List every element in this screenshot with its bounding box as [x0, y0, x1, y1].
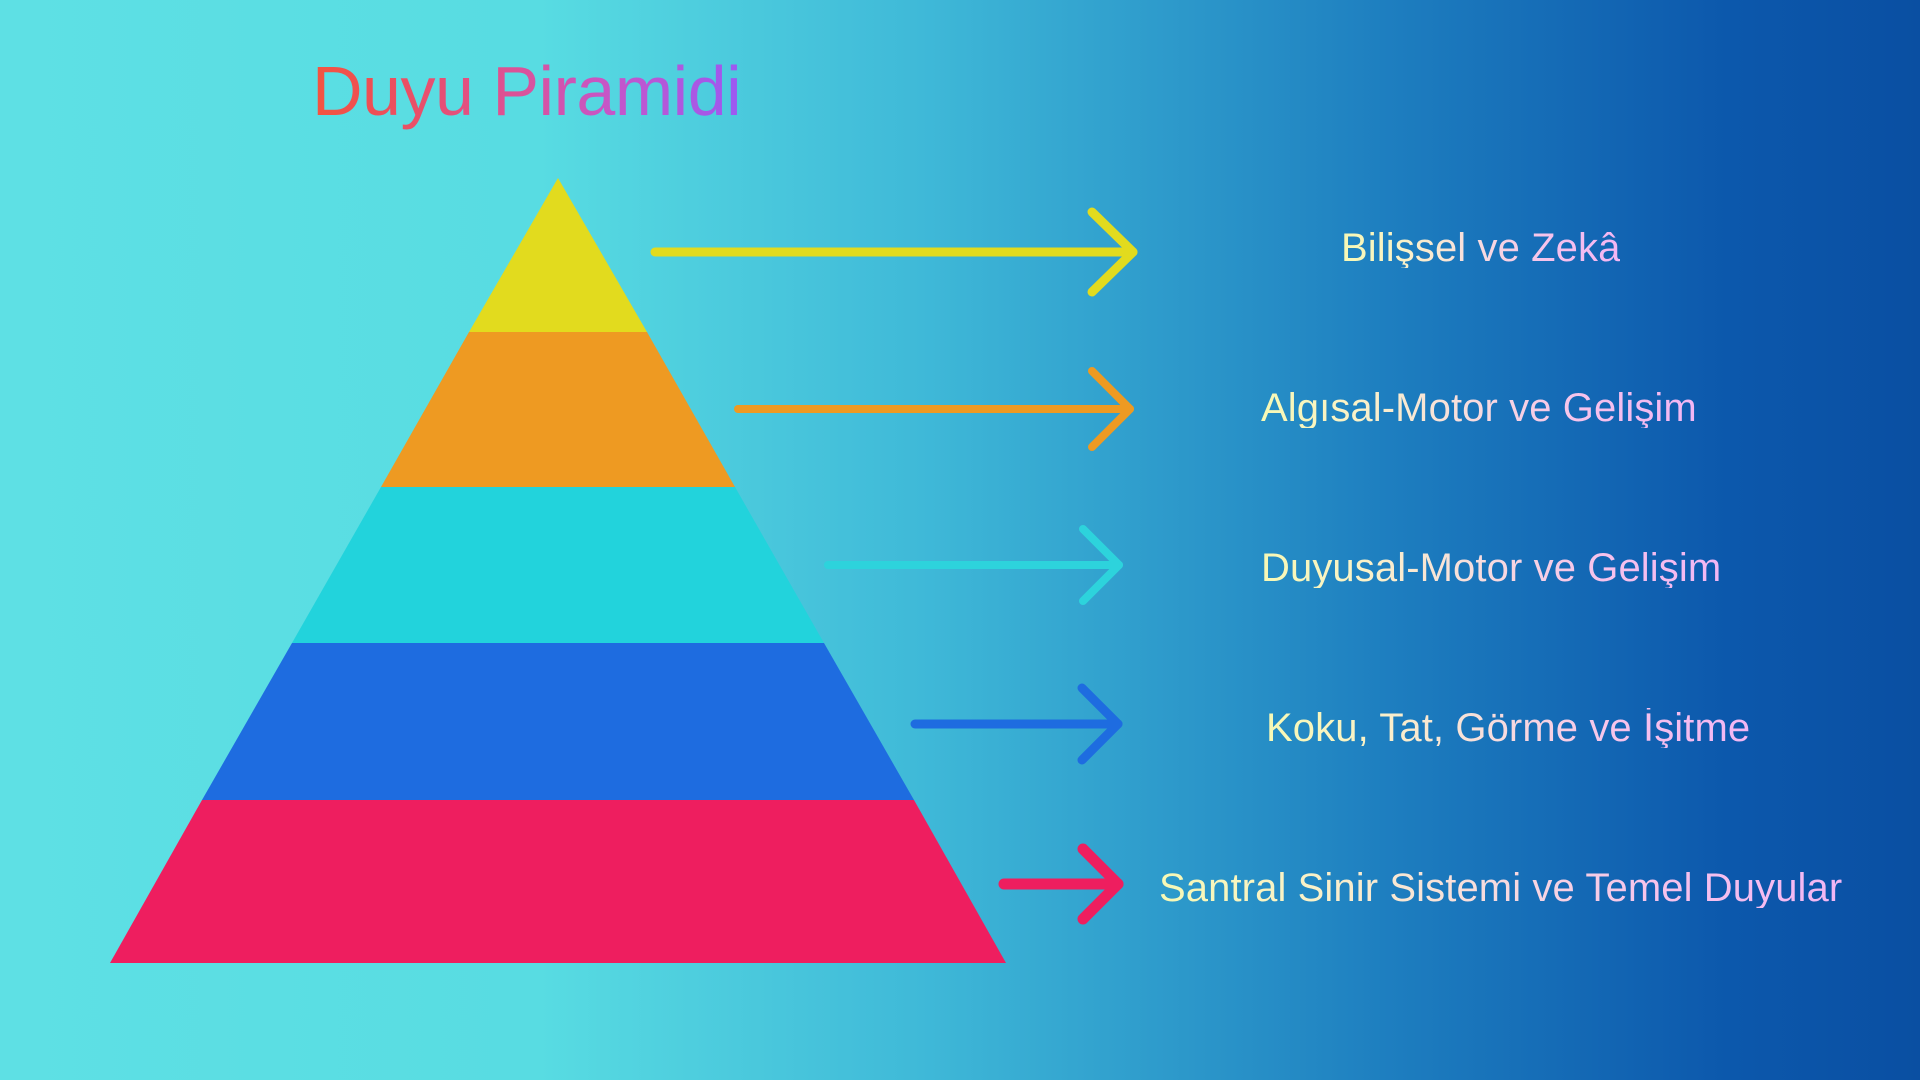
pyramid-label-sensory-motor: Duyusal-Motor ve Gelişim — [1261, 546, 1722, 590]
pyramid-label-cognitive: Bilişsel ve Zekâ — [1341, 226, 1621, 270]
pyramid-label-perceptual-motor: Algısal-Motor ve Gelişim — [1261, 386, 1697, 430]
pyramid-layer-sensory-motor — [292, 487, 824, 643]
page-title: Duyu Piramidi — [312, 52, 742, 130]
pyramid-layer-central-nervous-system — [110, 800, 1006, 963]
pyramid-layer-perceptual-motor — [381, 332, 735, 487]
pyramid-label-central-nervous-system: Santral Sinir Sistemi ve Temel Duyular — [1159, 866, 1843, 910]
pyramid-layer-cognitive — [469, 178, 647, 332]
pyramid-layer-basic-senses — [202, 643, 914, 800]
pyramid-layers — [110, 178, 1006, 963]
pyramid-label-basic-senses: Koku, Tat, Görme ve İşitme — [1266, 706, 1751, 750]
